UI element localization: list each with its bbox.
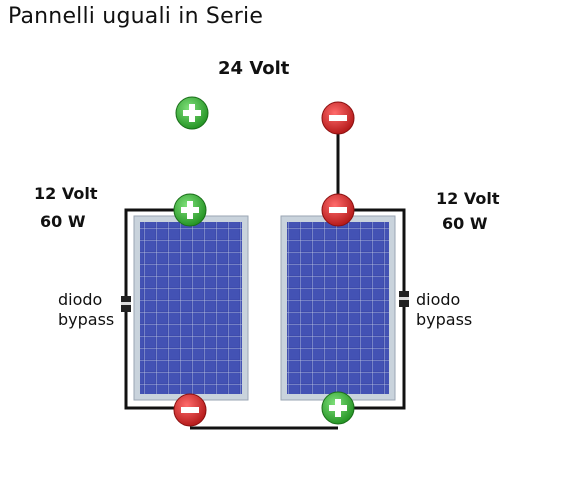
total-voltage-label: 24 Volt xyxy=(218,58,290,79)
left-panel-positive-terminal-icon xyxy=(173,193,207,227)
right-diode-line2: bypass xyxy=(416,310,473,329)
right-panel-negative-terminal-icon xyxy=(321,193,355,227)
right-panel-power: 60 W xyxy=(442,214,488,233)
left-panel-power: 60 W xyxy=(40,212,86,231)
output-negative-terminal-icon xyxy=(321,101,355,135)
right-diode-line1: diodo xyxy=(416,290,461,309)
page-title: Pannelli uguali in Serie xyxy=(8,4,264,29)
left-bypass-diode-icon xyxy=(121,296,131,312)
output-positive-terminal-icon xyxy=(175,96,209,130)
left-panel-negative-terminal-icon xyxy=(173,393,207,427)
right-loop-wire xyxy=(338,208,406,410)
right-solar-panel xyxy=(280,215,396,401)
right-diode-label: diodo bypass xyxy=(416,290,472,330)
left-diode-label: diodo bypass xyxy=(58,290,114,330)
right-bypass-diode-icon xyxy=(399,291,409,307)
right-panel-voltage: 12 Volt xyxy=(436,189,500,208)
right-panel-positive-terminal-icon xyxy=(321,391,355,425)
left-diode-line2: bypass xyxy=(58,310,115,329)
left-solar-panel xyxy=(133,215,249,401)
left-diode-line1: diodo xyxy=(58,290,103,309)
left-panel-voltage: 12 Volt xyxy=(34,184,98,203)
